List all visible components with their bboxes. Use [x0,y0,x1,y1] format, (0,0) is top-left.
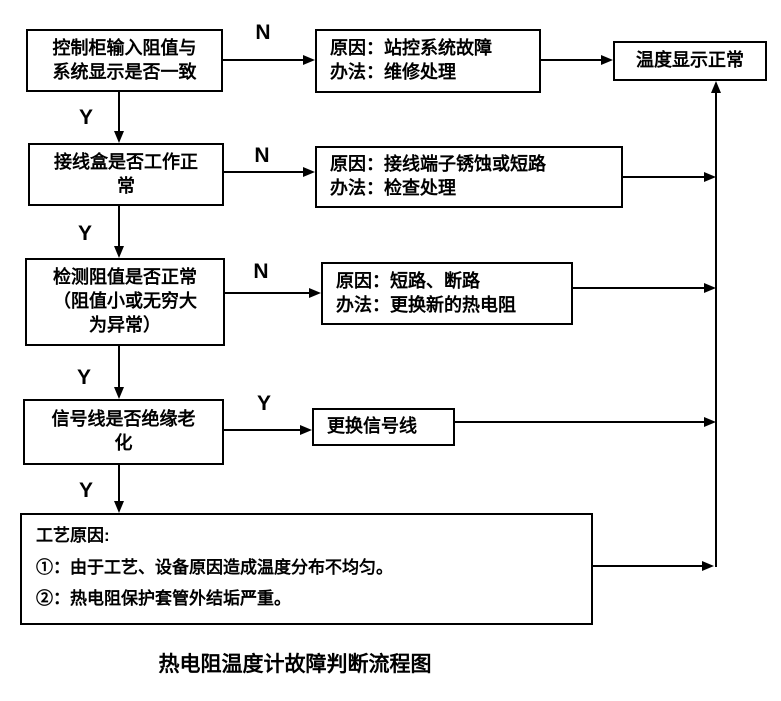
node-replace-signal-wire: 更换信号线 [312,408,455,446]
arrow-r4-to-collector [455,417,716,427]
edge-label-yes-2: Y [77,222,93,245]
arrow-r3-to-collector [573,283,716,293]
arrow-q4-to-r4 [224,425,312,435]
node-temperature-display-normal: 温度显示正常 [613,41,767,81]
process-reasons-title: 工艺原因: [36,526,110,545]
node-check-resistance-value: 检测阻值是否正常 （阻值小或无穷大 为异常） [25,258,225,346]
process-reason-item-2: ②：热电阻保护套管外结垢严重。 [36,589,291,609]
arrow-q4-to-process [114,465,124,513]
arrow-process-to-collector [593,561,714,571]
arrow-q1-to-q2 [114,92,124,143]
edge-label-yes-4: Y [256,392,272,415]
edge-label-yes-1: Y [78,106,94,129]
edge-label-no-2: N [254,144,270,167]
edge-label-no-1: N [255,21,271,44]
flowchart-caption: 热电阻温度计故障判断流程图 [158,653,432,676]
edge-label-yes-3: Y [76,366,92,389]
arrow-r2-to-collector [623,172,716,182]
arrow-r1-to-end [541,55,613,65]
node-check-cabinet-resistance: 控制柜输入阻值与 系统显示是否一致 [26,29,223,92]
process-reason-item-1: ①：由于工艺、设备原因造成温度分布不均匀。 [36,557,393,577]
edge-label-yes-5: Y [78,479,94,502]
edge-label-no-3: N [253,260,269,283]
arrow-q1-to-r1 [223,55,315,65]
node-check-signal-wire-insulation: 信号线是否绝缘老 化 [23,399,224,465]
arrow-q2-to-q3 [114,206,124,258]
collector-line-to-end [711,81,721,567]
node-reason-short-open-circuit: 原因：短路、断路 办法：更换新的热电阻 [321,262,573,325]
node-check-junction-box: 接线盒是否工作正 常 [28,143,224,206]
node-reason-terminal-rust-short: 原因：接线端子锈蚀或短路 办法：检查处理 [315,146,623,208]
arrow-q3-to-q4 [114,346,124,399]
node-reason-station-control-fault: 原因：站控系统故障 办法：维修处理 [315,29,541,93]
arrow-q3-to-r3 [225,288,321,298]
arrow-q2-to-r2 [224,167,315,177]
node-process-reasons: 工艺原因: ①：由于工艺、设备原因造成温度分布不均匀。 ②：热电阻保护套管外结垢… [20,513,593,625]
